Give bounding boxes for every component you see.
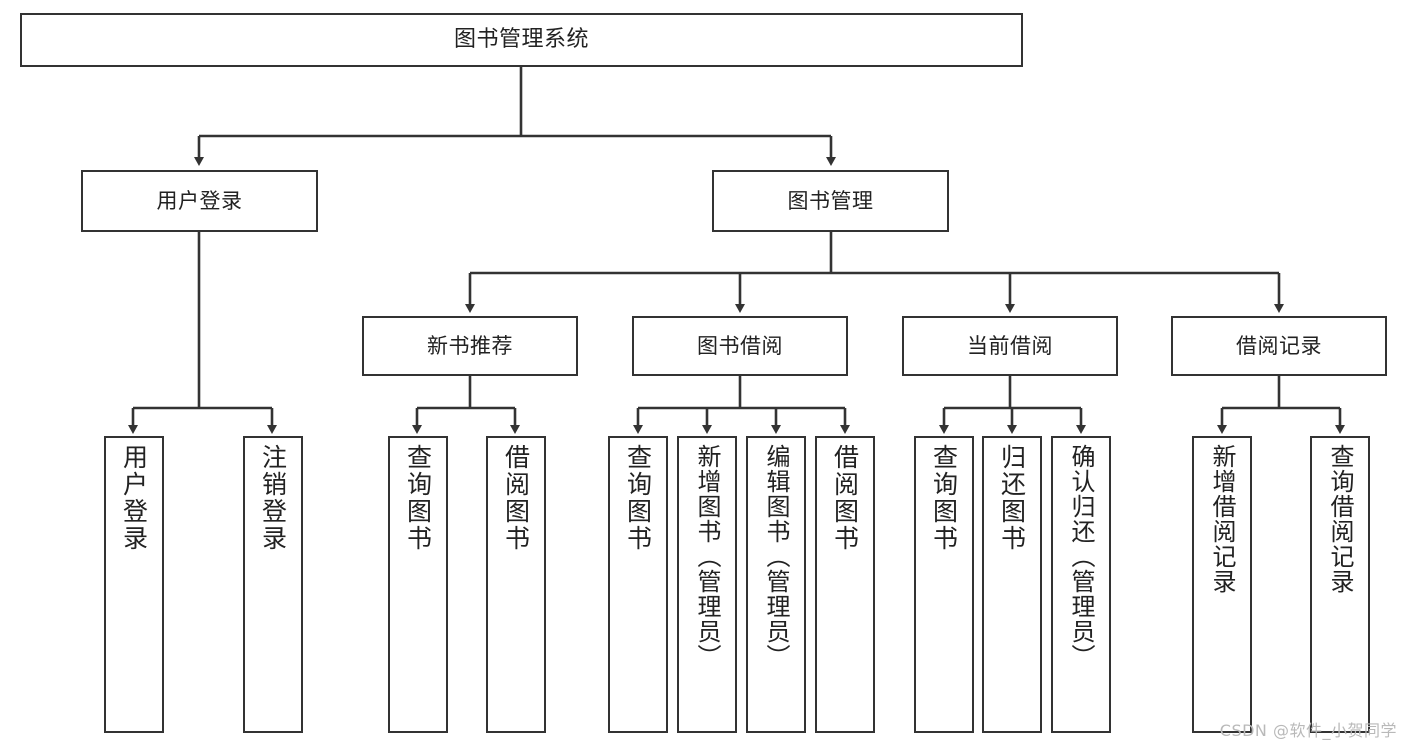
node-root-system[interactable]: 图书管理系统 xyxy=(20,13,1023,67)
leaf-recommend-borrow-book[interactable]: 借阅图书 xyxy=(486,436,546,733)
node-label: 图书借阅 xyxy=(697,333,783,358)
node-label: 查询图书 xyxy=(929,444,959,552)
node-label: 用户登录 xyxy=(119,444,149,552)
node-label: 查询图书 xyxy=(403,444,433,552)
node-label: 编辑图书（管理员） xyxy=(762,444,790,669)
csdn-watermark: CSDN @软件_小贺同学 xyxy=(1219,721,1397,740)
node-label: 归还图书 xyxy=(997,444,1027,552)
node-label: 新增图书（管理员） xyxy=(693,444,721,669)
node-label: 注销登录 xyxy=(258,444,288,552)
node-book-borrow[interactable]: 图书借阅 xyxy=(632,316,848,376)
leaf-recommend-query-book[interactable]: 查询图书 xyxy=(388,436,448,733)
node-label: 新书推荐 xyxy=(427,333,513,358)
node-label: 查询借阅记录 xyxy=(1326,444,1354,594)
node-label: 查询图书 xyxy=(623,444,653,552)
leaf-record-query-record[interactable]: 查询借阅记录 xyxy=(1310,436,1370,733)
leaf-current-query-book[interactable]: 查询图书 xyxy=(914,436,974,733)
node-label: 用户登录 xyxy=(156,188,243,213)
node-label: 图书管理系统 xyxy=(453,27,589,53)
leaf-borrow-edit-book-admin[interactable]: 编辑图书（管理员） xyxy=(746,436,806,733)
node-current-borrow[interactable]: 当前借阅 xyxy=(902,316,1118,376)
node-user-login[interactable]: 用户登录 xyxy=(81,170,318,232)
leaf-record-add-record[interactable]: 新增借阅记录 xyxy=(1192,436,1252,733)
node-label: 借阅记录 xyxy=(1236,333,1322,358)
leaf-borrow-add-book-admin[interactable]: 新增图书（管理员） xyxy=(677,436,737,733)
node-label: 图书管理 xyxy=(787,188,874,213)
leaf-borrow-borrow-book[interactable]: 借阅图书 xyxy=(815,436,875,733)
node-label: 新增借阅记录 xyxy=(1208,444,1236,594)
node-borrow-record[interactable]: 借阅记录 xyxy=(1171,316,1387,376)
node-label: 当前借阅 xyxy=(967,333,1053,358)
leaf-current-confirm-return-admin[interactable]: 确认归还（管理员） xyxy=(1051,436,1111,733)
node-label: 借阅图书 xyxy=(501,444,531,552)
node-book-management[interactable]: 图书管理 xyxy=(712,170,949,232)
leaf-current-return-book[interactable]: 归还图书 xyxy=(982,436,1042,733)
leaf-user-login-login[interactable]: 用户登录 xyxy=(104,436,164,733)
node-label: 确认归还（管理员） xyxy=(1067,444,1095,669)
leaf-user-login-logout[interactable]: 注销登录 xyxy=(243,436,303,733)
leaf-borrow-query-book[interactable]: 查询图书 xyxy=(608,436,668,733)
node-new-book-recommend[interactable]: 新书推荐 xyxy=(362,316,578,376)
node-label: 借阅图书 xyxy=(830,444,860,552)
